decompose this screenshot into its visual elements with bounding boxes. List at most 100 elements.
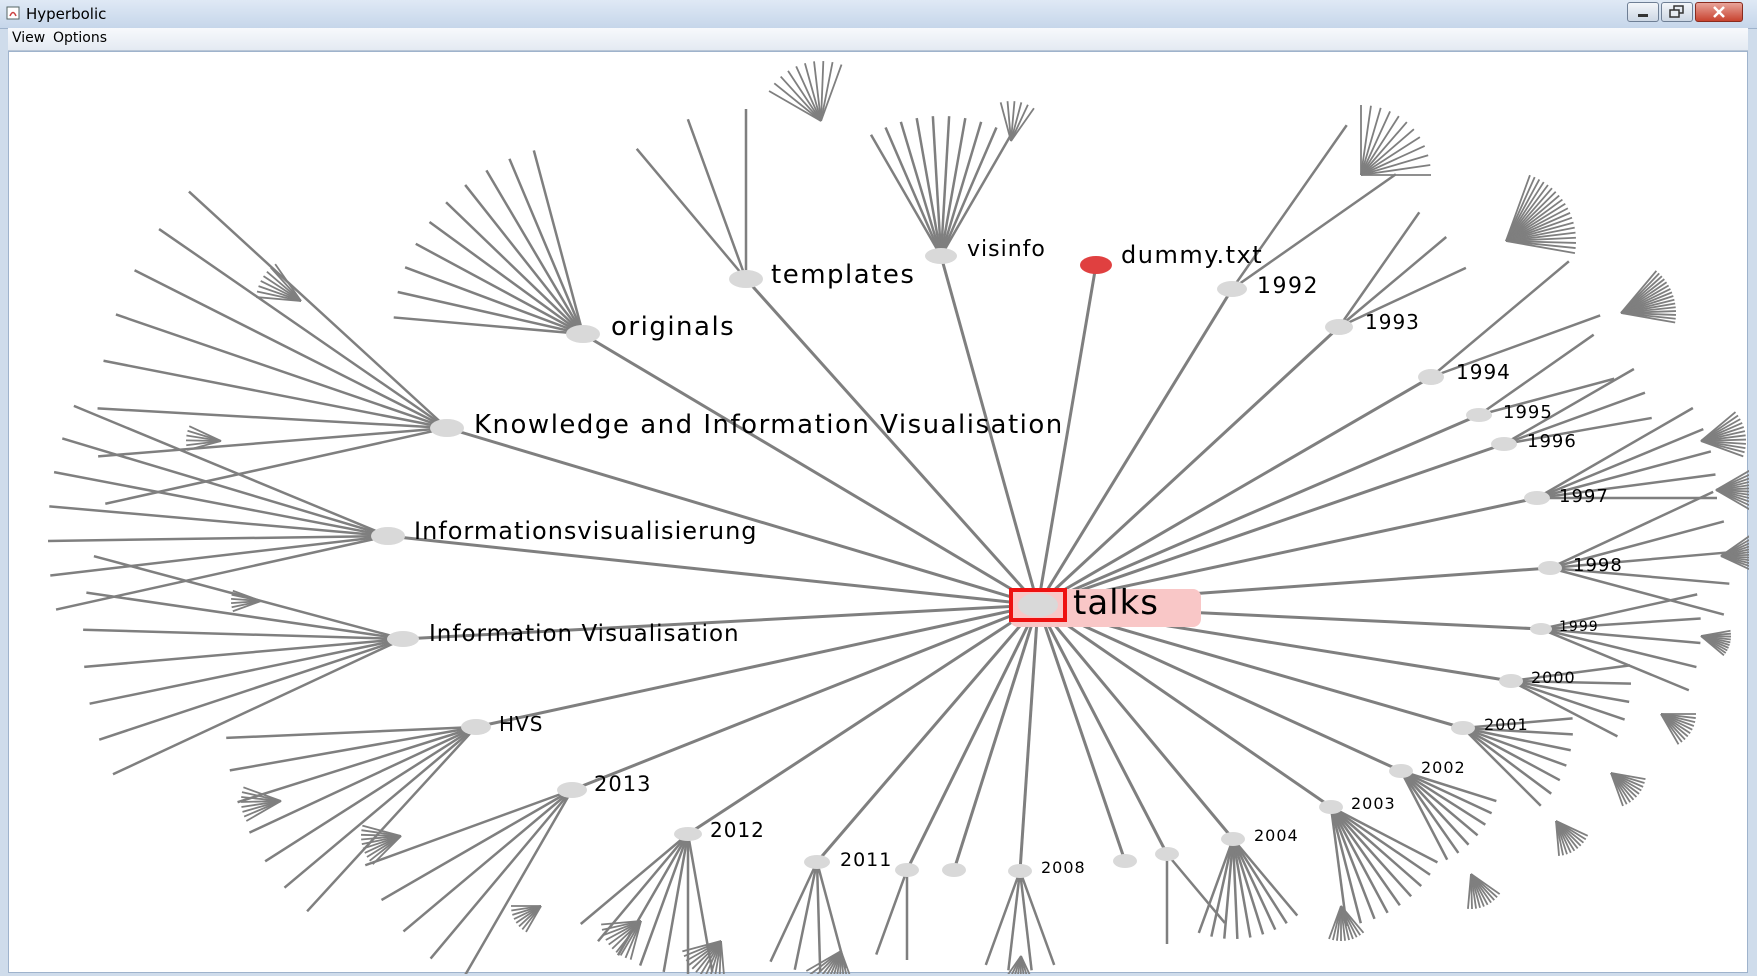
- node-label[interactable]: 2012: [710, 818, 765, 842]
- tree-node[interactable]: [1217, 281, 1247, 297]
- tree-edge: [1360, 121, 1408, 176]
- tree-edge: [1328, 905, 1342, 940]
- node-label[interactable]: Informationsvisualisierung: [414, 517, 758, 545]
- tree-node[interactable]: [1451, 721, 1475, 735]
- tree-node[interactable]: [1389, 764, 1413, 778]
- tree-node[interactable]: [674, 827, 702, 841]
- hyperbolic-tree-view[interactable]: visinfo dummy.txt templates originalsKnowle…: [9, 52, 1749, 974]
- tree-edge: [1503, 416, 1652, 446]
- tree-node[interactable]: [1538, 561, 1562, 575]
- minimize-button[interactable]: [1627, 2, 1659, 22]
- tree-node[interactable]: [1466, 408, 1492, 422]
- node-label[interactable]: Knowledge and Information Visualisation: [474, 410, 1064, 440]
- tree-edge: [1010, 101, 1016, 142]
- tree-node[interactable]: [430, 419, 464, 437]
- tree-node[interactable]: [1530, 623, 1552, 635]
- root-node[interactable]: [1018, 593, 1058, 617]
- menu-view[interactable]: View: [12, 30, 46, 46]
- tree-node[interactable]: [1491, 437, 1517, 451]
- tree-node[interactable]: [1499, 674, 1523, 688]
- tree-edge: [999, 102, 1012, 142]
- tree-node[interactable]: [387, 631, 419, 647]
- tree-edge: [1478, 377, 1615, 417]
- tree-node[interactable]: [1325, 319, 1353, 335]
- tree-edge: [571, 603, 1039, 792]
- node-label[interactable]: 2003: [1351, 794, 1396, 813]
- node-label[interactable]: 1995: [1503, 402, 1553, 423]
- tree-edge: [464, 789, 574, 974]
- tree-edge: [615, 920, 642, 953]
- node-label[interactable]: HVS: [499, 712, 543, 736]
- tree-node[interactable]: [1008, 864, 1032, 878]
- tree-edge: [1010, 104, 1029, 142]
- tree-node[interactable]: [1524, 491, 1550, 505]
- tree-edge: [601, 920, 642, 926]
- node-label[interactable]: 2001: [1484, 715, 1529, 734]
- tree-edge: [248, 725, 477, 834]
- tree-edge: [55, 534, 389, 611]
- node-label[interactable]: originals: [611, 312, 735, 342]
- tree-edge: [773, 82, 822, 122]
- tree-edge: [188, 190, 448, 429]
- node-label[interactable]: 1994: [1456, 360, 1511, 384]
- tree-edge: [133, 269, 448, 430]
- tree-edge: [1510, 664, 1631, 683]
- tree-edge: [768, 90, 822, 122]
- tree-node[interactable]: [371, 527, 405, 545]
- tree-edge: [264, 725, 477, 863]
- node-label[interactable]: 2002: [1421, 758, 1466, 777]
- tree-node[interactable]: [1418, 369, 1444, 385]
- tree-node[interactable]: [895, 863, 919, 877]
- focus-node-label[interactable]: talks: [1073, 583, 1159, 623]
- tree-edge: [1037, 413, 1480, 607]
- node-label[interactable]: 1999: [1559, 619, 1599, 635]
- restore-button[interactable]: [1661, 2, 1693, 22]
- tree-node[interactable]: [1113, 854, 1137, 868]
- node-label[interactable]: 2004: [1254, 826, 1299, 845]
- node-label[interactable]: 2013: [594, 772, 651, 796]
- tree-node[interactable]: [1155, 847, 1179, 861]
- tree-edge: [686, 118, 748, 280]
- tree-edge: [1700, 440, 1744, 458]
- tree-edge: [464, 184, 584, 335]
- node-label[interactable]: 1998: [1573, 555, 1623, 576]
- tree-edge: [112, 637, 404, 776]
- node-label[interactable]: 1993: [1365, 310, 1420, 334]
- node-label[interactable]: 1996: [1527, 431, 1577, 452]
- tree-edge: [232, 589, 262, 602]
- node-label[interactable]: 2008: [1041, 858, 1086, 877]
- tree-edge: [429, 789, 573, 960]
- tree-edge: [1478, 333, 1595, 417]
- tree-node[interactable]: [1319, 800, 1343, 814]
- tree-node[interactable]: [566, 325, 600, 343]
- node-label[interactable]: visinfo: [967, 237, 1046, 262]
- tree-edge: [793, 861, 819, 970]
- tree-edge: [611, 920, 642, 950]
- node-label[interactable]: dummy.txt: [1121, 241, 1263, 269]
- tree-node[interactable]: [1221, 832, 1245, 846]
- tree-edge: [1360, 105, 1372, 176]
- node-label[interactable]: 1992: [1257, 274, 1319, 299]
- tree-edge: [1462, 726, 1571, 752]
- close-button[interactable]: [1695, 2, 1743, 22]
- tree-edge: [404, 266, 584, 336]
- node-label[interactable]: templates: [771, 260, 915, 290]
- node-label[interactable]: 1997: [1559, 486, 1609, 507]
- tree-edge: [508, 158, 585, 335]
- tree-edge: [619, 920, 642, 956]
- tree-edge: [387, 534, 1039, 607]
- node-label[interactable]: Information Visualisation: [429, 621, 740, 647]
- node-label[interactable]: 2000: [1531, 668, 1576, 687]
- tree-node[interactable]: [557, 782, 587, 798]
- tree-node[interactable]: [925, 248, 957, 264]
- tree-edge: [1010, 107, 1035, 142]
- tree-node[interactable]: [804, 855, 830, 869]
- node-label[interactable]: 2011: [840, 849, 892, 871]
- tree-edge: [1231, 838, 1239, 939]
- tree-node[interactable]: [461, 719, 491, 735]
- menu-options[interactable]: Options: [53, 30, 108, 46]
- selected-node-dummy-txt[interactable]: [1080, 256, 1112, 274]
- tree-node[interactable]: [942, 863, 966, 877]
- tree-node[interactable]: [729, 270, 763, 288]
